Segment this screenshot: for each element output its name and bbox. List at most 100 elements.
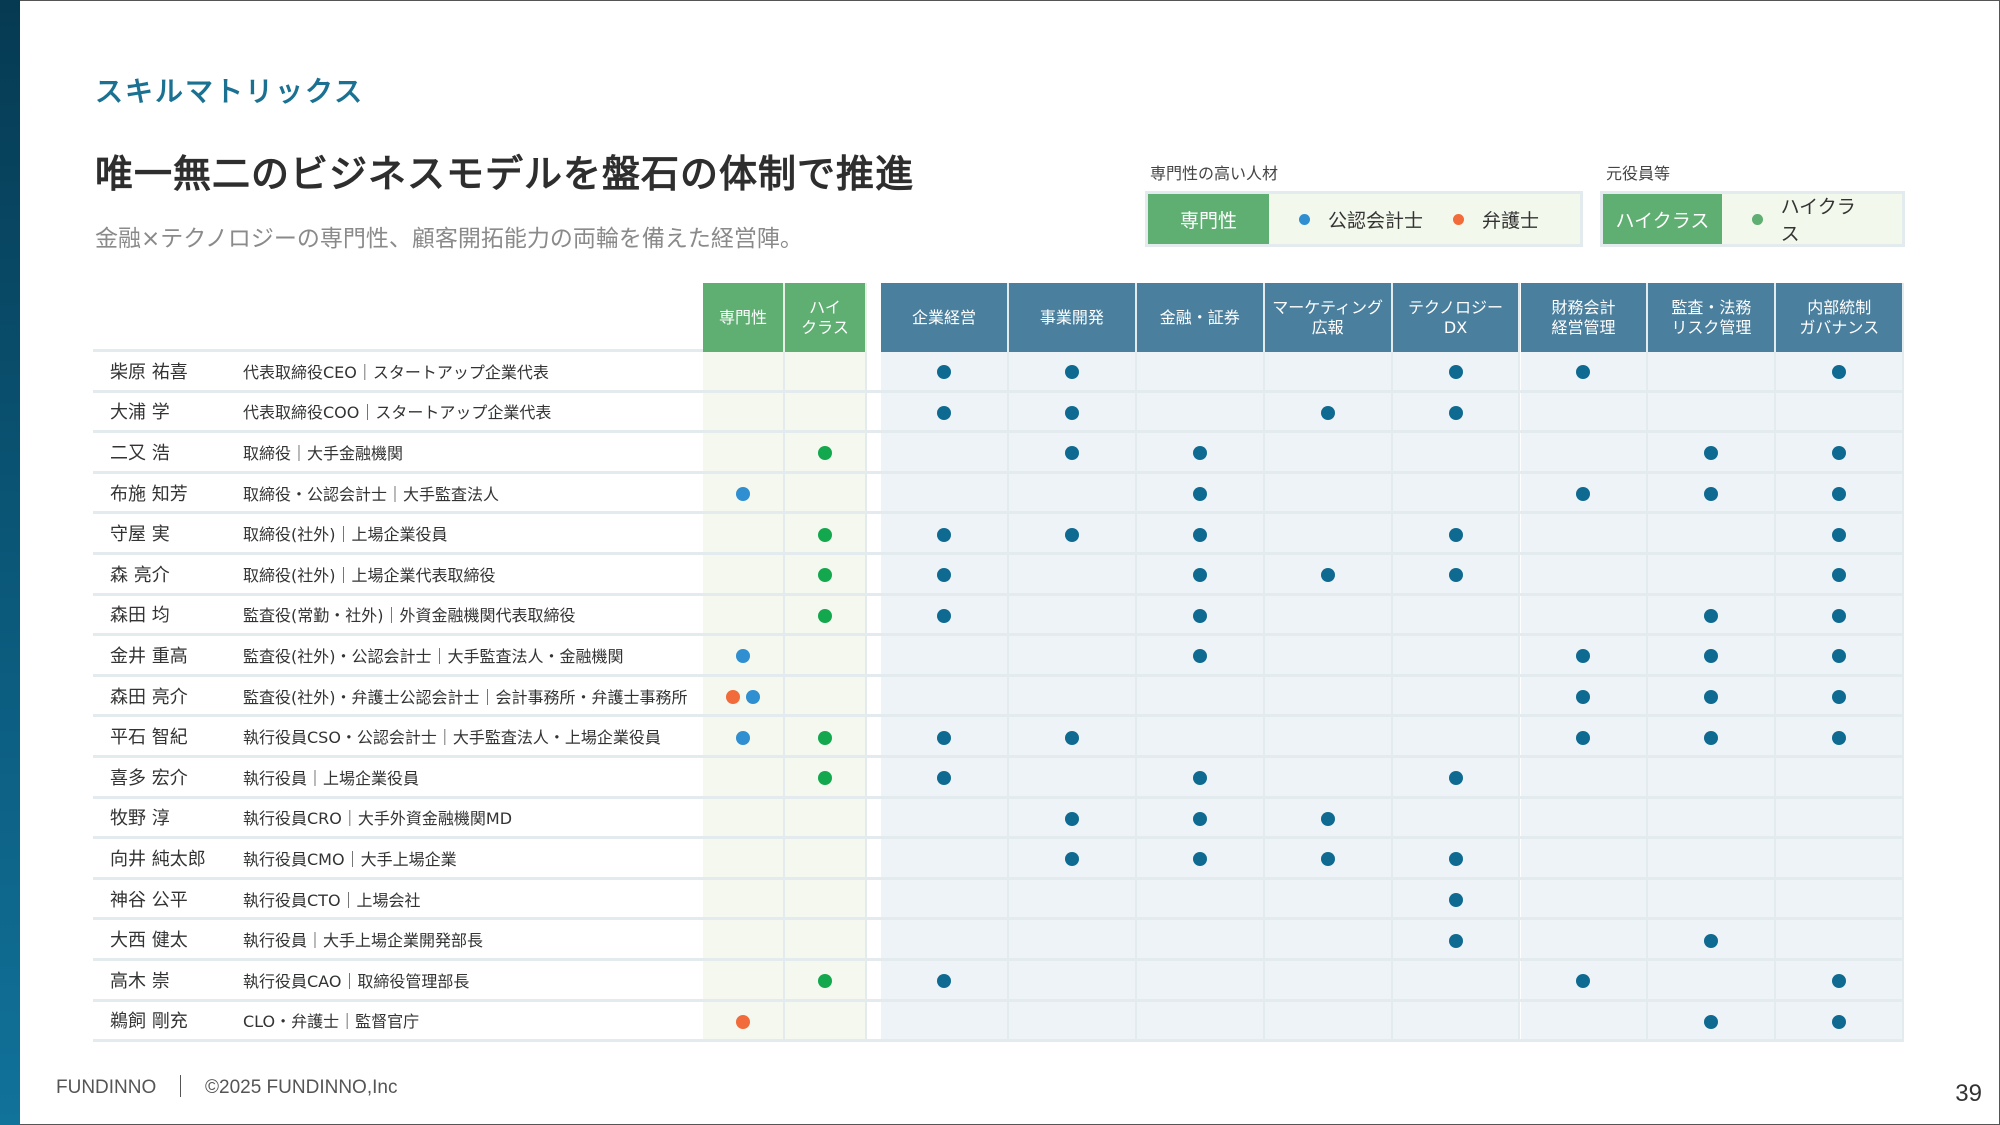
- skill-cell: [1008, 839, 1137, 880]
- skill-cell: [1264, 758, 1393, 799]
- member-role: CLO・弁護士｜監督官庁: [243, 1012, 420, 1032]
- skill-cell: [1520, 839, 1649, 880]
- skill-cell: [1008, 514, 1137, 555]
- skill-cell: [1648, 433, 1777, 474]
- skill-cell: [881, 392, 1009, 434]
- skill-cell: [1520, 879, 1649, 921]
- skill-cell: [1648, 352, 1777, 393]
- cpa-dot-icon: [1299, 213, 1310, 225]
- skill-dot-icon: [1832, 527, 1847, 542]
- skill-cell: [881, 717, 1009, 758]
- table-row: 神谷 公平執行役員CTO｜上場会社: [93, 879, 1905, 921]
- row-divider: [93, 673, 1904, 677]
- skill-cell: [1264, 879, 1393, 921]
- skill-dot-icon: [1448, 852, 1463, 867]
- skill-cell: [1264, 636, 1393, 677]
- skill-dot-icon: [1064, 730, 1079, 745]
- skill-cell: [1776, 798, 1905, 840]
- highclass-cell: [785, 392, 867, 434]
- skill-cell: [1008, 798, 1137, 840]
- member-role: 執行役員CAO｜取締役管理部長: [243, 971, 470, 991]
- skill-cell: [1264, 798, 1393, 840]
- cpa-dot-icon: [736, 730, 750, 745]
- skill-cell: [1520, 433, 1649, 474]
- skill-cell: [1008, 392, 1137, 434]
- skill-dot-icon: [1704, 608, 1719, 623]
- expertise-cell: [703, 798, 785, 840]
- member-name: 平石 智紀: [110, 727, 188, 749]
- skill-dot-icon: [1704, 933, 1719, 948]
- skill-cell: [1392, 717, 1521, 758]
- skill-cell: [1392, 879, 1521, 921]
- skill-cell: [1520, 392, 1649, 434]
- table-row: 鵜飼 剛充 CLO・弁護士｜監督官庁: [93, 1001, 1905, 1043]
- section-eyebrow: スキルマトリックス: [95, 75, 365, 108]
- highclass-dot-icon: [818, 974, 832, 989]
- skill-cell: [881, 798, 1009, 840]
- skill-dot-icon: [1192, 771, 1207, 786]
- member-role: 取締役｜大手金融機関: [243, 443, 404, 463]
- table-row: 森 亮介取締役(社外)｜上場企業代表取締役: [93, 555, 1905, 596]
- legend-item-label: 弁護士: [1482, 209, 1540, 232]
- skill-dot-icon: [1192, 568, 1207, 583]
- skill-cell: [1776, 879, 1905, 921]
- member-role: 取締役(社外)｜上場企業役員: [243, 525, 448, 545]
- skill-cell: [1648, 514, 1777, 555]
- table-top-divider: [93, 349, 703, 352]
- skill-dot-icon: [1576, 649, 1591, 664]
- skill-dot-icon: [936, 568, 951, 583]
- skill-cell: [1392, 352, 1521, 393]
- lawyer-dot-icon: [1453, 213, 1465, 225]
- column-header-skill: 企業経営: [881, 283, 1009, 352]
- skill-cell: [1776, 433, 1905, 474]
- skill-cell: [1136, 879, 1265, 921]
- expertise-cell: [703, 473, 785, 515]
- row-divider: [93, 836, 1904, 840]
- legend-expertise-tag: 専門性: [1148, 194, 1269, 244]
- skill-cell: [1008, 433, 1137, 474]
- row-divider: [93, 592, 1904, 596]
- skill-cell: [1392, 961, 1521, 1002]
- member-name: 鵜飼 剛充: [110, 1011, 188, 1033]
- row-divider: [93, 957, 1904, 961]
- member-role: 監査役(常勤・社外)｜外資金融機関代表取締役: [243, 606, 576, 626]
- skill-cell: [1136, 473, 1265, 515]
- skill-cell: [881, 433, 1009, 474]
- skill-cell: [1648, 839, 1777, 880]
- skill-cell: [1264, 555, 1393, 596]
- skill-cell: [1776, 473, 1905, 515]
- skill-cell: [1136, 392, 1265, 434]
- highclass-cell: [785, 879, 867, 921]
- skill-dot-icon: [1704, 690, 1719, 705]
- row-divider: [93, 795, 1904, 799]
- skill-dot-icon: [1832, 365, 1847, 380]
- cpa-dot-icon: [736, 649, 750, 664]
- cpa-dot-icon: [736, 487, 750, 502]
- row-divider: [93, 917, 1904, 921]
- highclass-dot-icon: [818, 730, 832, 745]
- skill-dot-icon: [1704, 446, 1719, 461]
- skill-cell: [881, 920, 1009, 961]
- member-name: 二又 浩: [110, 442, 170, 464]
- member-role: 代表取締役COO｜スタートアップ企業代表: [243, 403, 552, 423]
- skill-dot-icon: [1704, 487, 1719, 502]
- highclass-cell: [785, 676, 867, 718]
- lawyer-dot-icon: [726, 690, 740, 705]
- skill-dot-icon: [1832, 690, 1847, 705]
- member-name: 森 亮介: [110, 564, 170, 586]
- table-row: 大西 健太執行役員｜大手上場企業開発部長: [93, 920, 1905, 961]
- skill-cell: [1648, 920, 1777, 961]
- expertise-cell: [703, 555, 785, 596]
- member-name: 牧野 淳: [110, 808, 170, 830]
- legend-item-highclass: ハイクラス: [1751, 192, 1872, 246]
- skill-cell: [1136, 961, 1265, 1002]
- skill-cell: [1264, 839, 1393, 880]
- skill-cell: [1008, 595, 1137, 637]
- skill-cell: [1264, 514, 1393, 555]
- footer-brand: FUNDINNO: [56, 1077, 157, 1098]
- member-role: 執行役員CTO｜上場会社: [243, 890, 421, 910]
- row-divider: [93, 551, 1904, 555]
- member-name: 守屋 実: [110, 524, 170, 546]
- highclass-dot-icon: [818, 568, 832, 583]
- skill-dot-icon: [936, 730, 951, 745]
